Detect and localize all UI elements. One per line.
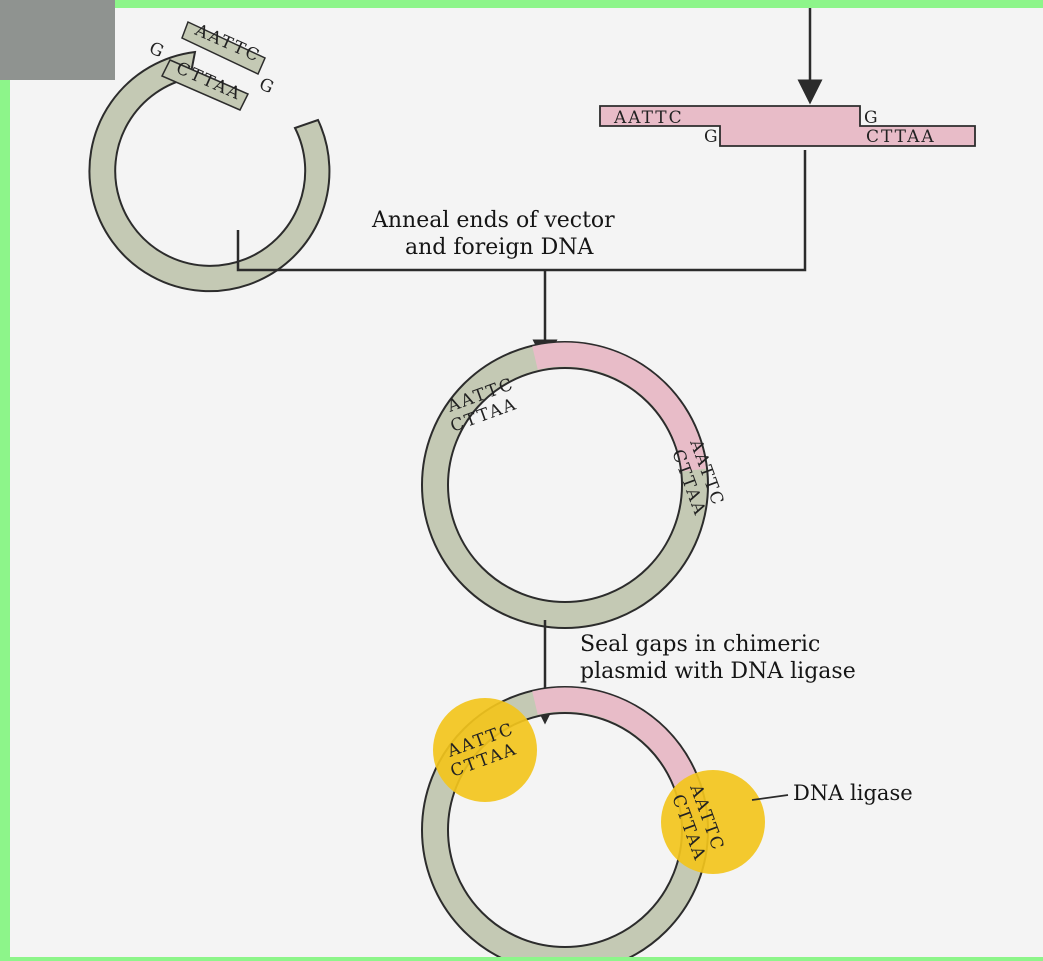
frame-left-edge [0,80,10,957]
step2-caption-line2: plasmid with DNA ligase [580,659,856,684]
step2-caption-line1: Seal gaps in chimeric [580,632,820,657]
ligase-label: DNA ligase [793,781,913,805]
frame-top-edge [380,0,1043,8]
foreign-right-top: G [864,108,880,128]
step1-caption-line1: Anneal ends of vector [371,208,615,233]
foreign-left-bottom: G [704,127,720,147]
photo-corner [0,0,115,80]
foreign-right-bottom: CTTAA [866,127,936,147]
step1-caption-line2: and foreign DNA [405,235,594,260]
foreign-left-top: AATTC [613,108,684,128]
page-background [8,8,1043,957]
